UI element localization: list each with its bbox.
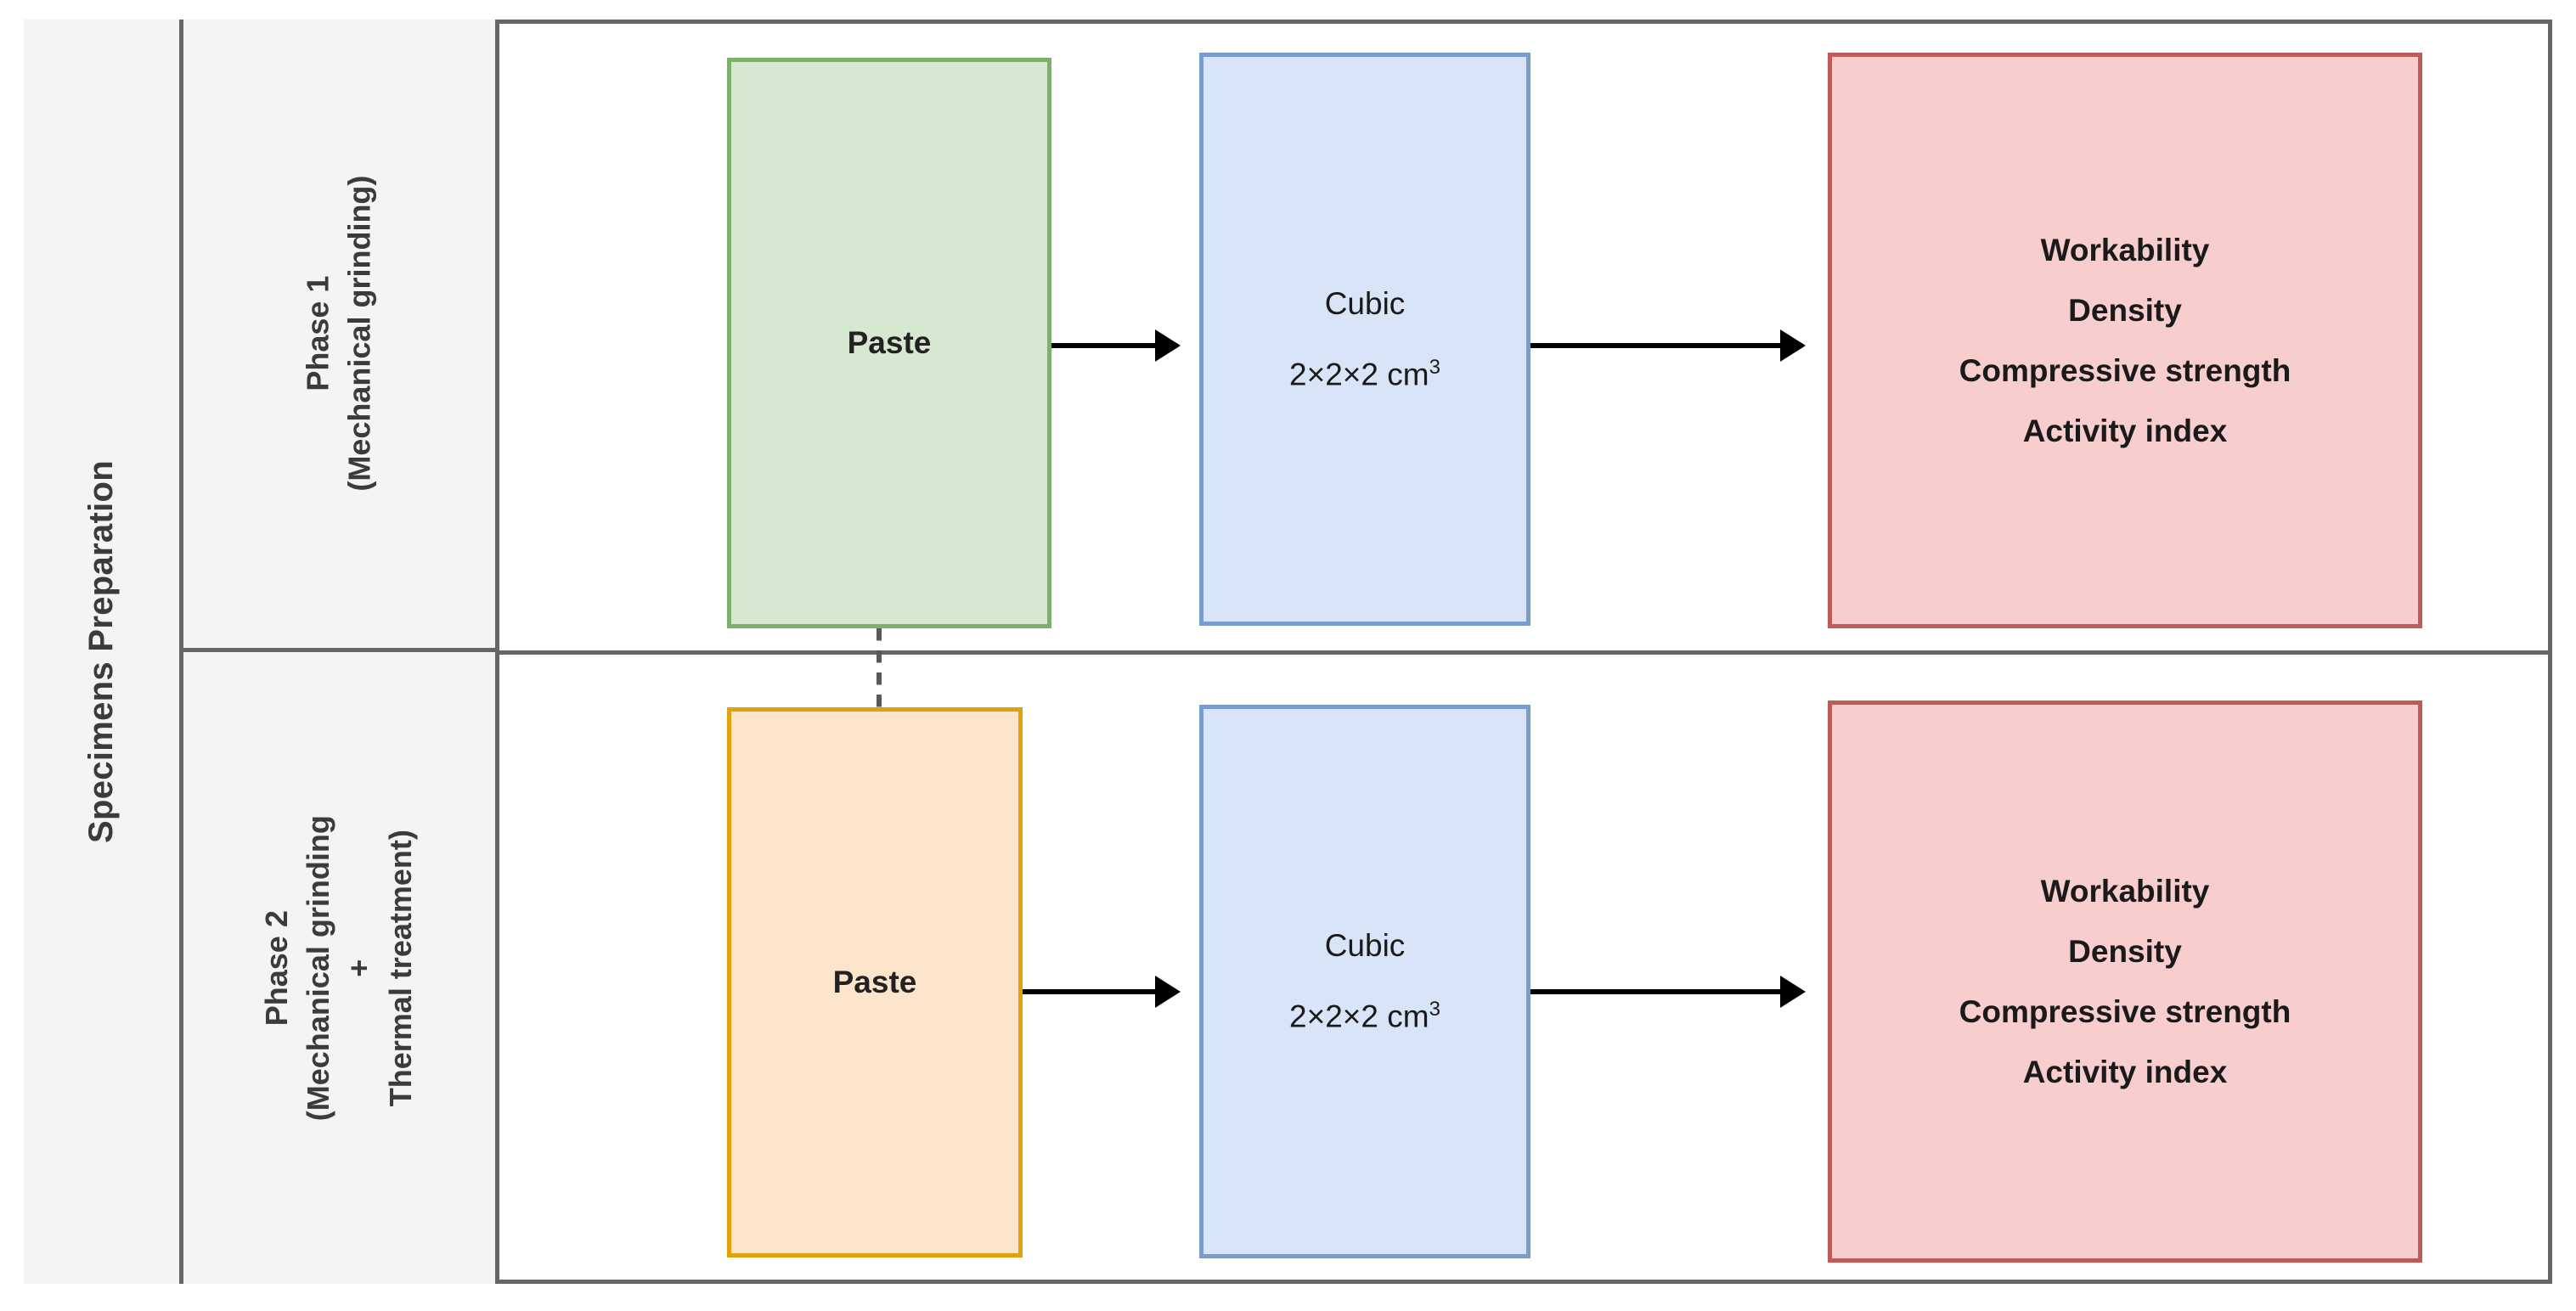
result-item: Workability xyxy=(2040,874,2210,909)
arrow-specimen-to-results-phase-2 xyxy=(1530,989,1802,994)
arrow-paste-to-specimen-phase-1 xyxy=(1051,343,1177,348)
specimen-box-phase-2: Cubic 2×2×2 cm3 xyxy=(1199,705,1530,1258)
specimen-box-phase-1: Cubic 2×2×2 cm3 xyxy=(1199,53,1530,626)
page-title: Specimens Preparation xyxy=(82,460,121,843)
row-separator xyxy=(499,650,2552,655)
phase-2-label-line4: Thermal treatment) xyxy=(383,829,419,1107)
paste-box-phase-2-label: Paste xyxy=(832,965,917,999)
results-box-phase-2: Workability Density Compressive strength… xyxy=(1828,701,2422,1263)
phase-2-label-line1: Phase 2 xyxy=(259,909,295,1027)
phase-2-label-cell: Phase 2 (Mechanical grinding + Thermal t… xyxy=(183,652,499,1284)
paste-box-phase-1: Paste xyxy=(727,58,1051,628)
result-item: Compressive strength xyxy=(1959,353,2291,388)
specimen-dimension-exponent-2: 3 xyxy=(1429,998,1440,1021)
specimen-dimension-text-2: 2×2×2 cm xyxy=(1289,999,1429,1034)
paste-box-phase-1-label: Paste xyxy=(847,325,932,360)
result-item: Density xyxy=(2068,934,2182,969)
result-item: Workability xyxy=(2040,233,2210,267)
phase-1-label-line2: (Mechanical grinding) xyxy=(341,175,377,492)
specimen-box-phase-1-title: Cubic xyxy=(1324,285,1406,321)
phase-2-label-line2: (Mechanical grinding xyxy=(300,814,335,1122)
phase-2-label-line3: + xyxy=(341,959,377,977)
phase-1-label: Phase 1 (Mechanical grinding) xyxy=(298,176,380,492)
dashed-link-phase1-to-phase2 xyxy=(877,628,882,709)
specimen-dimension-text-1: 2×2×2 cm xyxy=(1289,357,1429,392)
result-item: Density xyxy=(2068,293,2182,328)
paste-box-phase-2: Paste xyxy=(727,707,1023,1258)
specimens-preparation-header-cell: Specimens Preparation xyxy=(24,20,183,1284)
specimen-box-phase-1-dimension: 2×2×2 cm3 xyxy=(1289,356,1440,392)
arrow-specimen-to-results-phase-1 xyxy=(1530,343,1802,348)
phase-1-label-line1: Phase 1 xyxy=(300,275,335,392)
specimen-box-phase-2-dimension: 2×2×2 cm3 xyxy=(1289,998,1440,1034)
result-item: Activity index xyxy=(2022,1055,2228,1089)
specimen-box-phase-2-title: Cubic xyxy=(1324,928,1406,964)
phase-1-label-cell: Phase 1 (Mechanical grinding) xyxy=(183,20,499,652)
result-item: Compressive strength xyxy=(1959,994,2291,1029)
arrow-paste-to-specimen-phase-2 xyxy=(1023,989,1177,994)
results-box-phase-1: Workability Density Compressive strength… xyxy=(1828,53,2422,628)
result-item: Activity index xyxy=(2022,414,2228,448)
specimen-dimension-exponent-1: 3 xyxy=(1429,355,1440,379)
phase-2-label: Phase 2 (Mechanical grinding + Thermal t… xyxy=(256,815,421,1121)
